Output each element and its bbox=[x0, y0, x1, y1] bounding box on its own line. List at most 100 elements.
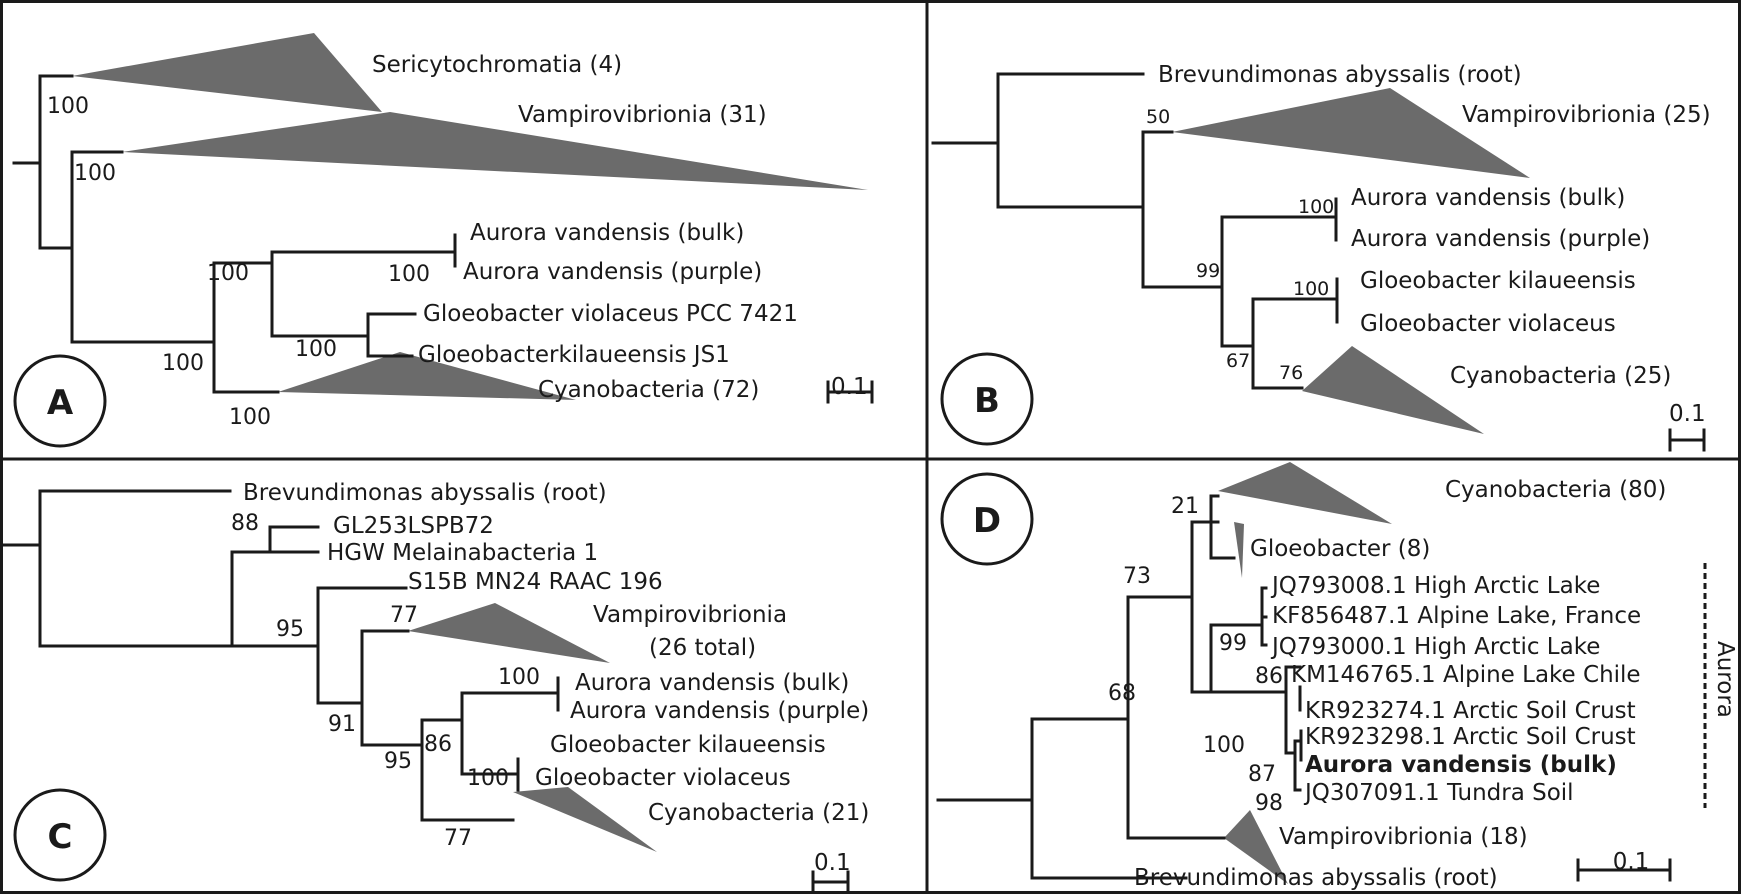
panel-c: Brevundimonas abyssalis (root) GL253LSPB… bbox=[0, 480, 869, 894]
leaf-label-root: Brevundimonas abyssalis (root) bbox=[243, 480, 607, 506]
tree-b-branches bbox=[931, 72, 1706, 452]
tree-c-branches bbox=[0, 489, 850, 894]
clade-cyanobacteria bbox=[1302, 346, 1484, 434]
clade-label-vampirovibrionia: Vampirovibrionia bbox=[593, 602, 787, 628]
panel-b: Brevundimonas abyssalis (root) Vampirovi… bbox=[931, 62, 1711, 452]
support-value: 100 bbox=[467, 766, 509, 791]
support-value: 100 bbox=[498, 665, 540, 690]
support-value: 86 bbox=[1255, 664, 1283, 689]
clade-vampirovibrionia bbox=[1224, 810, 1288, 884]
clade-label-sericytochromatia: Sericytochromatia (4) bbox=[372, 52, 622, 78]
support-value: 100 bbox=[295, 337, 337, 362]
clade-vampirovibrionia bbox=[122, 112, 868, 190]
support-value: 50 bbox=[1146, 106, 1170, 128]
leaf-label-gloeobacter-violaceus: Gloeobacter violaceus bbox=[1360, 311, 1616, 337]
panel-letter: B bbox=[974, 381, 1000, 421]
clade-label-cyanobacteria: Cyanobacteria (72) bbox=[538, 377, 759, 403]
leaf-label-root: Brevundimonas abyssalis (root) bbox=[1134, 865, 1498, 891]
support-value: 67 bbox=[1226, 350, 1250, 372]
support-value: 86 bbox=[424, 732, 452, 757]
clade-label-cyanobacteria: Cyanobacteria (80) bbox=[1445, 477, 1666, 503]
clade-label-vampirovibrionia: Vampirovibrionia (18) bbox=[1279, 824, 1528, 850]
support-value: 99 bbox=[1219, 631, 1247, 656]
support-value: 87 bbox=[1248, 762, 1276, 787]
leaf-label-km146765: KM146765.1 Alpine Lake Chile bbox=[1291, 662, 1641, 688]
panel-letter-badge bbox=[13, 788, 107, 882]
support-value: 91 bbox=[328, 712, 356, 737]
scale-bar-label: 0.1 bbox=[814, 850, 851, 876]
clade-cyanobacteria bbox=[513, 787, 657, 852]
panel-letter: C bbox=[48, 817, 73, 857]
support-value: 88 bbox=[231, 511, 259, 536]
aurora-group-label: Aurora bbox=[1712, 641, 1738, 718]
leaf-label-gloeobacter-kilaueensis: Gloeobacter kilaueensis bbox=[550, 732, 826, 758]
support-value: 76 bbox=[1279, 362, 1303, 384]
scale-bar-label: 0.1 bbox=[831, 374, 868, 400]
leaf-label-aurora-purple: Aurora vandensis (purple) bbox=[570, 698, 869, 724]
leaf-label-jq793008: JQ793008.1 High Arctic Lake bbox=[1270, 573, 1600, 599]
clade-vampirovibrionia bbox=[1172, 88, 1530, 178]
support-value: 100 bbox=[1293, 278, 1329, 300]
scale-bar-label: 0.1 bbox=[1613, 849, 1650, 875]
clade-sericytochromatia bbox=[72, 33, 382, 112]
leaf-label-jq307091: JQ307091.1 Tundra Soil bbox=[1303, 780, 1574, 806]
leaf-label-root: Brevundimonas abyssalis (root) bbox=[1158, 62, 1522, 88]
leaf-label-gl253lspb72: GL253LSPB72 bbox=[333, 513, 494, 539]
panel-letter: D bbox=[973, 501, 1001, 541]
leaf-label-gloeobacter-violaceus: Gloeobacter violaceus bbox=[535, 765, 791, 791]
leaf-label-aurora-purple: Aurora vandensis (purple) bbox=[463, 259, 762, 285]
clade-label-vampirovibrionia-total: (26 total) bbox=[649, 635, 756, 661]
support-value: 100 bbox=[74, 161, 116, 186]
clade-cyanobacteria bbox=[278, 352, 576, 400]
support-value: 68 bbox=[1108, 681, 1136, 706]
clade-vampirovibrionia bbox=[408, 603, 610, 663]
leaf-label-gloeobacter-kilaueensis: Gloeobacterkilaueensis JS1 bbox=[418, 342, 730, 368]
leaf-label-aurora-bulk: Aurora vandensis (bulk) bbox=[1305, 752, 1617, 778]
leaf-label-aurora-purple: Aurora vandensis (purple) bbox=[1351, 226, 1650, 252]
support-value: 21 bbox=[1171, 494, 1199, 519]
clade-label-cyanobacteria: Cyanobacteria (25) bbox=[1450, 363, 1671, 389]
tree-d-branches bbox=[936, 494, 1672, 882]
clade-label-vampirovibrionia: Vampirovibrionia (25) bbox=[1462, 102, 1711, 128]
leaf-label-hgw-melainabacteria: HGW Melainabacteria 1 bbox=[327, 540, 598, 566]
tree-a-branches bbox=[12, 74, 874, 404]
panel-letter-badge bbox=[940, 352, 1034, 446]
panel-letter-badge bbox=[940, 472, 1034, 566]
leaf-label-gloeobacter-violaceus: Gloeobacter violaceus PCC 7421 bbox=[423, 301, 798, 327]
clade-gloeobacter bbox=[1234, 522, 1244, 578]
panel-letter: A bbox=[47, 383, 74, 423]
panel-d: Aurora Cyanobacteria (80) Gloeobacter (8… bbox=[936, 462, 1738, 891]
support-value: 77 bbox=[444, 826, 472, 851]
support-value: 95 bbox=[276, 617, 304, 642]
leaf-label-aurora-bulk: Aurora vandensis (bulk) bbox=[575, 670, 849, 696]
clade-label-cyanobacteria: Cyanobacteria (21) bbox=[648, 800, 869, 826]
support-value: 100 bbox=[1298, 196, 1334, 218]
support-value: 100 bbox=[388, 262, 430, 287]
clade-label-vampirovibrionia: Vampirovibrionia (31) bbox=[518, 102, 767, 128]
support-value: 77 bbox=[390, 603, 418, 628]
support-value: 100 bbox=[229, 405, 271, 430]
support-value: 100 bbox=[1203, 733, 1245, 758]
leaf-label-gloeobacter-kilaueensis: Gloeobacter kilaueensis bbox=[1360, 268, 1636, 294]
support-value: 100 bbox=[207, 261, 249, 286]
support-value: 100 bbox=[162, 351, 204, 376]
panel-letter-badge bbox=[13, 354, 107, 448]
leaf-label-jq793000: JQ793000.1 High Arctic Lake bbox=[1270, 634, 1600, 660]
leaf-label-kr923274: KR923274.1 Arctic Soil Crust bbox=[1305, 698, 1636, 724]
support-value: 99 bbox=[1196, 260, 1220, 282]
support-value: 73 bbox=[1123, 564, 1151, 589]
leaf-label-aurora-bulk: Aurora vandensis (bulk) bbox=[1351, 185, 1625, 211]
leaf-label-s15b: S15B MN24 RAAC 196 bbox=[408, 569, 663, 595]
clade-cyanobacteria bbox=[1218, 462, 1392, 524]
leaf-label-kf856487: KF856487.1 Alpine Lake, France bbox=[1272, 603, 1641, 629]
scale-bar-label: 0.1 bbox=[1669, 401, 1706, 427]
support-value: 95 bbox=[384, 749, 412, 774]
support-value: 100 bbox=[47, 94, 89, 119]
clade-label-gloeobacter: Gloeobacter (8) bbox=[1250, 536, 1430, 562]
leaf-label-aurora-bulk: Aurora vandensis (bulk) bbox=[470, 220, 744, 246]
support-value: 98 bbox=[1255, 791, 1283, 816]
panel-a: Sericytochromatia (4) Vampirovibrionia (… bbox=[12, 33, 874, 448]
leaf-label-kr923298: KR923298.1 Arctic Soil Crust bbox=[1305, 724, 1636, 750]
